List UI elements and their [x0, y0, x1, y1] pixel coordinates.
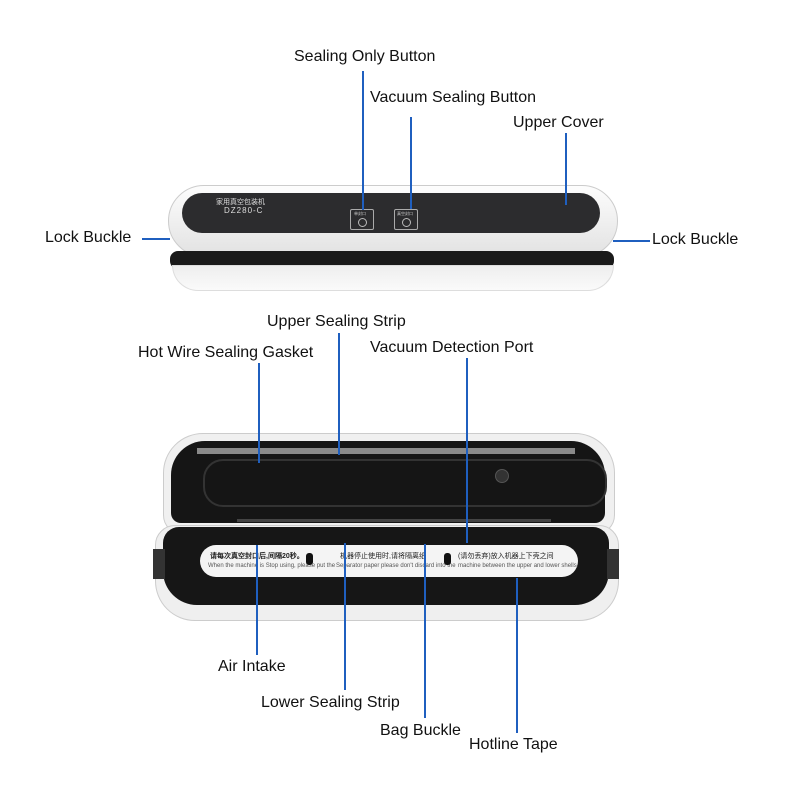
label-sealing-only-button: Sealing Only Button: [294, 48, 436, 65]
closed-device: 家用真空包装机 DZ280-C 单封口 真空封口: [168, 185, 618, 291]
vacuum-detection-port: [495, 469, 509, 483]
label-upper-cover: Upper Cover: [513, 114, 604, 131]
sealing-only-button[interactable]: 单封口: [350, 209, 374, 230]
brand-text: 家用真空包装机: [216, 199, 265, 206]
lock-buckle-right: [607, 549, 619, 579]
label-vacuum-sealing-button: Vacuum Sealing Button: [370, 89, 537, 106]
label-hot-wire-sealing-gasket: Hot Wire Sealing Gasket: [138, 344, 314, 361]
hot-wire-gasket: [203, 459, 607, 507]
upper-inner: [171, 441, 605, 523]
lock-buckle-left: [153, 549, 165, 579]
circle-icon: [402, 218, 411, 227]
gasket-band: [170, 251, 614, 269]
label-bag-buckle: Bag Buckle: [380, 722, 461, 739]
label-lower-sealing-strip: Lower Sealing Strip: [261, 694, 400, 711]
label-lock-buckle-left: Lock Buckle: [45, 229, 132, 246]
circle-icon: [358, 218, 367, 227]
model-text: DZ280-C: [224, 206, 264, 215]
hinge-rod: [237, 519, 551, 522]
label-lock-buckle-right: Lock Buckle: [652, 231, 739, 248]
open-device: 请每次真空封口后,间隔20秒。 When the machine is Stop…: [153, 433, 619, 621]
upper-sealing-strip: [197, 448, 575, 454]
label-hotline-tape: Hotline Tape: [469, 736, 558, 753]
label-vacuum-detection-port: Vacuum Detection Port: [370, 339, 534, 356]
label-air-intake: Air Intake: [218, 658, 286, 675]
upper-cover-panel: [182, 193, 600, 233]
sticker: 请每次真空封口后,间隔20秒。 When the machine is Stop…: [200, 545, 578, 577]
lower-shell: [172, 265, 614, 291]
vacuum-sealing-button[interactable]: 真空封口: [394, 209, 418, 230]
label-upper-sealing-strip: Upper Sealing Strip: [267, 313, 406, 330]
